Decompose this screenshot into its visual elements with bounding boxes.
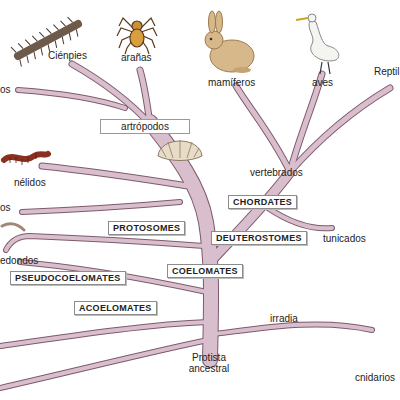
clade-name: DEUTEROSTOMES	[216, 233, 302, 243]
taxon-label: edondos	[0, 255, 38, 266]
clade-box: artrópodos	[100, 119, 190, 134]
clade-box: PSEUDOCOELOMATES	[10, 271, 126, 285]
taxon-label: Protista ancestral	[174, 352, 244, 374]
clade-name: ACOELOMATES	[79, 303, 152, 313]
clade-name: PSEUDOCOELOMATES	[15, 273, 121, 283]
taxon-label: tunicados	[323, 233, 366, 244]
clade-name: artrópodos	[105, 121, 185, 132]
taxon-label: Reptil	[374, 66, 400, 77]
clade-name: COELOMATES	[172, 266, 238, 276]
taxon-label: vertebrados	[250, 167, 303, 178]
taxon-label: Ciénpies	[48, 50, 87, 61]
taxon-label: arañas	[121, 52, 152, 63]
clade-box: ACOELOMATES	[74, 301, 157, 315]
clade-box: COELOMATES	[167, 264, 243, 278]
taxon-label: os	[0, 202, 11, 213]
taxon-label: nélidos	[14, 177, 46, 188]
clade-box: DEUTEROSTOMES	[211, 231, 307, 245]
taxon-label: cnidarios	[355, 372, 395, 383]
clade-name: CHORDATES	[233, 197, 292, 207]
clade-box: CHORDATES	[228, 195, 297, 209]
taxon-label: mamíferos	[208, 77, 255, 88]
taxon-label: os	[0, 84, 11, 95]
taxon-label: irradia	[270, 313, 298, 324]
clade-name: PROTOSOMES	[113, 223, 180, 233]
clade-box: PROTOSOMES	[108, 221, 185, 235]
taxon-label: aves	[312, 77, 333, 88]
